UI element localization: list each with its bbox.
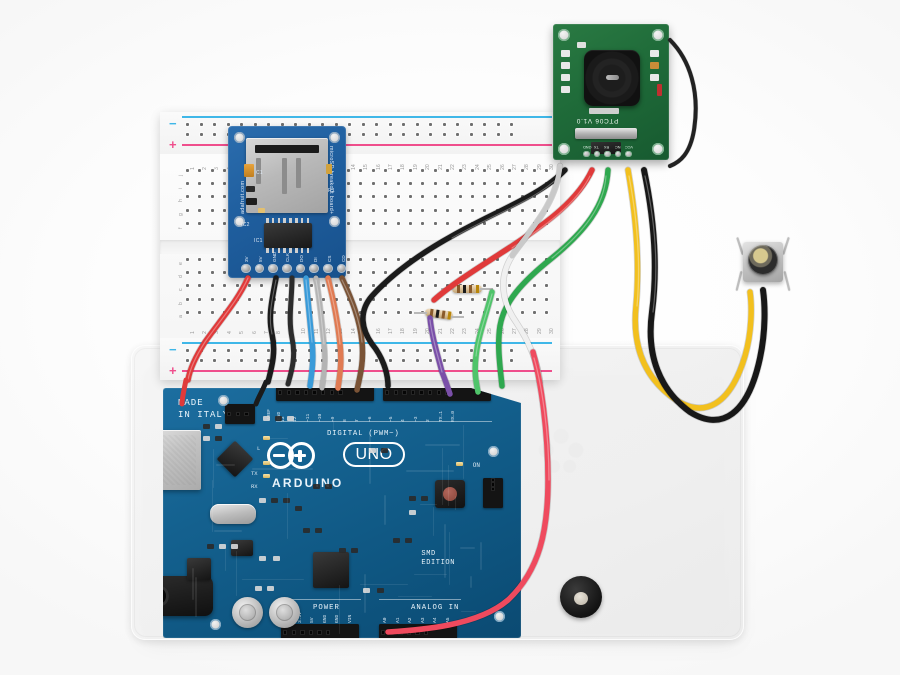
wire-red-power-rail bbox=[388, 352, 548, 632]
wire-black-rail-short bbox=[256, 382, 266, 404]
wire-yellow-button bbox=[628, 170, 751, 408]
wire-black-button bbox=[644, 170, 765, 420]
wire-grey-sd-do bbox=[316, 278, 325, 388]
wire-red-rail-short bbox=[182, 380, 186, 404]
wire-green-signal bbox=[475, 292, 492, 392]
wire-purple-signal bbox=[430, 318, 450, 394]
